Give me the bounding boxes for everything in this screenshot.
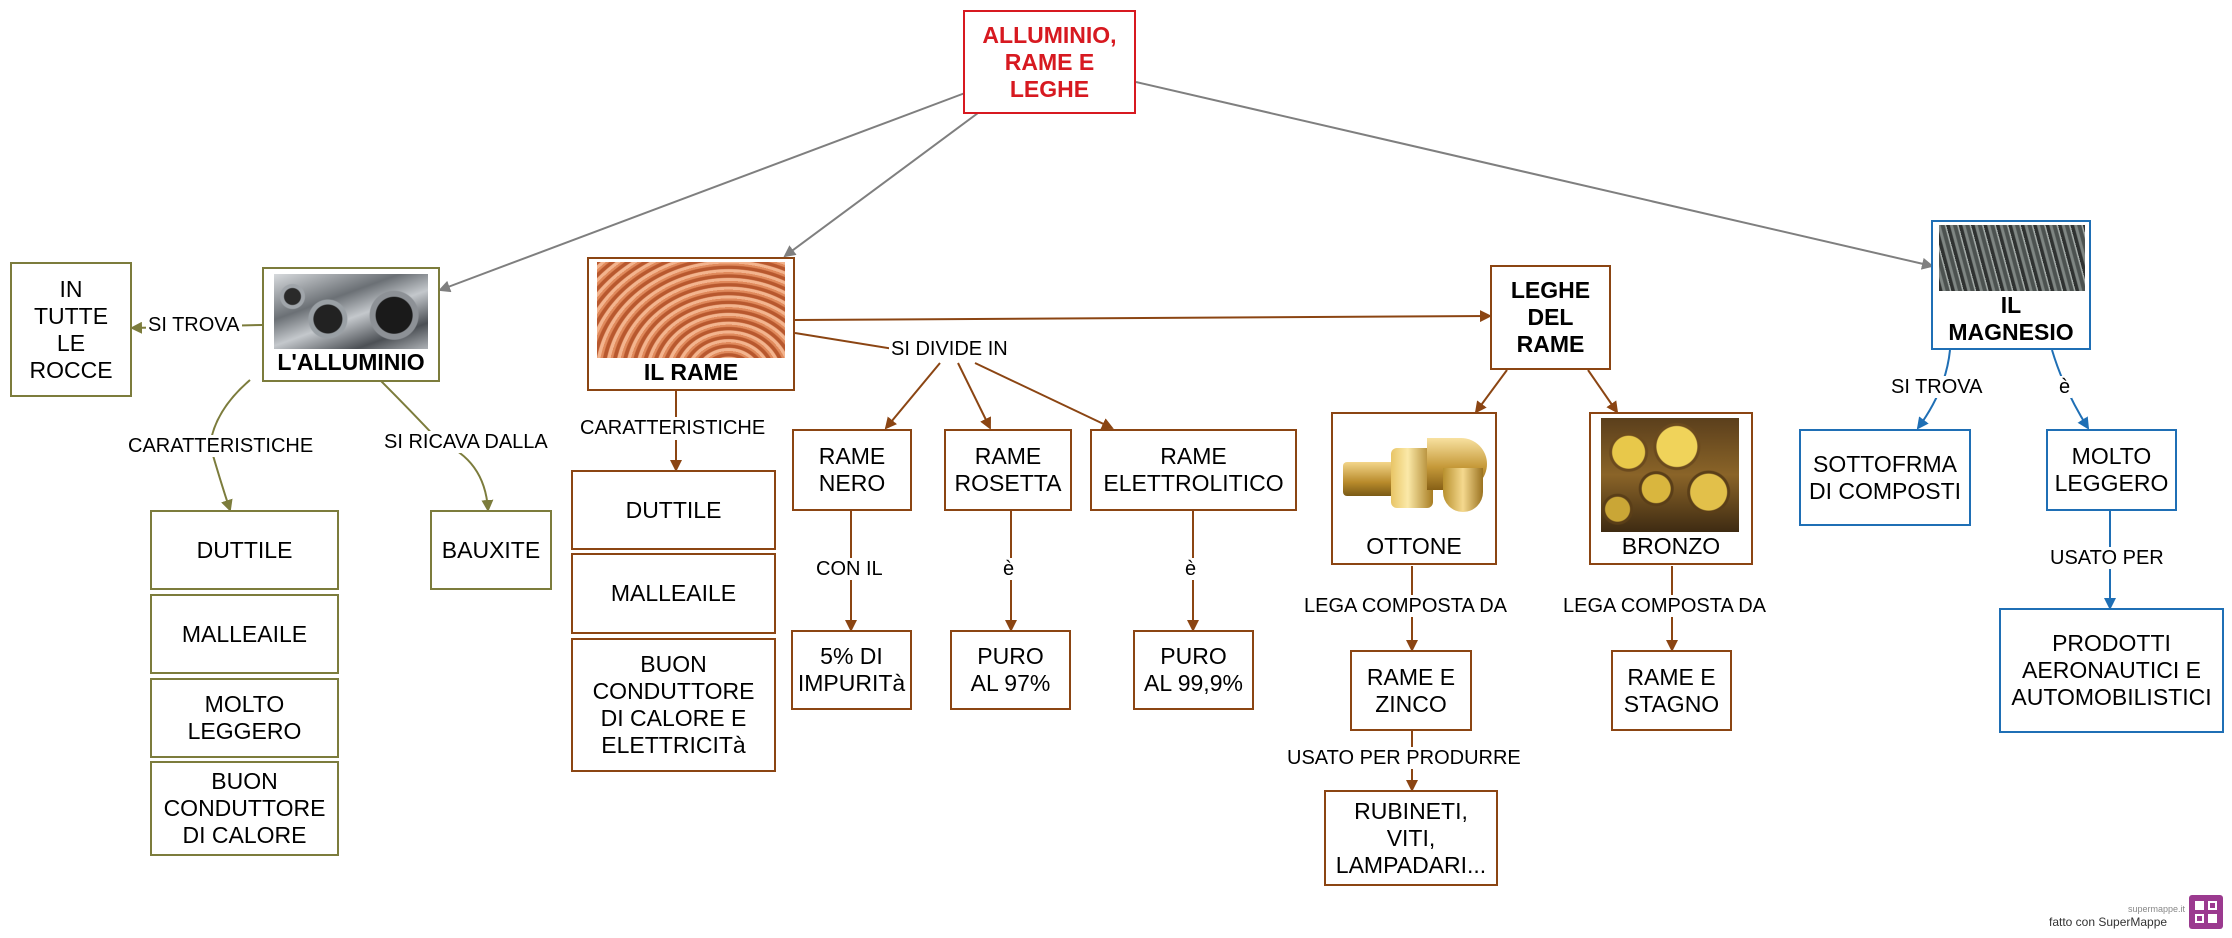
magnesio-node[interactable]: IL MAGNESIO	[1931, 220, 2091, 350]
magnesio-usato-label: USATO PER	[2048, 547, 2166, 569]
magnesio-e-label: è	[2057, 376, 2073, 398]
alluminio-trova-label: SI TROVA	[146, 314, 242, 336]
rame-divide-label: SI DIVIDE IN	[889, 338, 1010, 360]
magnesio-trova-label: SI TROVA	[1889, 376, 1985, 398]
alluminio-caratt-1[interactable]: DUTTILE	[150, 510, 339, 590]
ottone-title: OTTONE	[1366, 533, 1462, 559]
rubineti-node[interactable]: RUBINETI, VITI, LAMPADARI...	[1324, 790, 1498, 886]
magnesio-title: IL MAGNESIO	[1948, 292, 2074, 345]
brass-fitting-image	[1339, 438, 1489, 512]
bronze-rods-image	[1601, 418, 1739, 532]
rame-to-leghe-link	[794, 310, 1492, 323]
rame-caratt-1[interactable]: DUTTILE	[571, 470, 776, 550]
prodotti-node[interactable]: PRODOTTI AERONAUTICI E AUTOMOBILISTICI	[1999, 608, 2224, 733]
alluminio-caratt-2[interactable]: MALLEAILE	[150, 594, 339, 674]
magnesio-trova-node[interactable]: SOTTOFRMA DI COMPOSTI	[1799, 429, 1971, 526]
root-to-rame-link	[783, 112, 979, 258]
alluminio-trova-node[interactable]: IN TUTTE LE ROCCE	[10, 262, 132, 397]
alluminio-caratt-3[interactable]: MOLTO LEGGERO	[150, 678, 339, 758]
rame-nero-value[interactable]: 5% DI IMPURITà	[791, 630, 912, 710]
rame-stagno-node[interactable]: RAME E STAGNO	[1611, 650, 1732, 731]
supermappe-logo-icon	[2189, 895, 2223, 929]
rame-title: IL RAME	[643, 359, 739, 385]
alluminio-node[interactable]: L'ALLUMINIO	[262, 267, 440, 382]
rame-caratt-2[interactable]: MALLEAILE	[571, 553, 776, 634]
ottone-composta-label: LEGA COMPOSTA DA	[1302, 595, 1510, 617]
alluminio-title: L'ALLUMINIO	[277, 349, 425, 375]
alluminio-ricava-label: SI RICAVA DALLA	[382, 431, 550, 453]
rame-caratt-3[interactable]: BUON CONDUTTORE DI CALORE E ELETTRICITà	[571, 638, 776, 772]
rame-elettrolitico-value[interactable]: PURO AL 99,9%	[1133, 630, 1254, 710]
rame-rosetta-node[interactable]: RAME ROSETTA	[944, 429, 1072, 511]
aluminium-pipes-image	[274, 274, 428, 349]
rame-zinco-node[interactable]: RAME E ZINCO	[1350, 650, 1472, 731]
copper-coil-image	[597, 262, 785, 358]
rame-rosetta-link-label: è	[1001, 558, 1017, 580]
leghe-node[interactable]: LEGHE DEL RAME	[1490, 265, 1611, 370]
footer-credit[interactable]: fatto con SuperMappe	[2049, 915, 2168, 929]
rame-nero-link-label: CON IL	[814, 558, 885, 580]
ottone-node[interactable]: OTTONE	[1331, 412, 1497, 565]
bronzo-node[interactable]: BRONZO	[1589, 412, 1753, 565]
alluminio-caratt-label: CARATTERISTICHE	[126, 435, 316, 457]
bronzo-composta-label: LEGA COMPOSTA DA	[1561, 595, 1769, 617]
bauxite-node[interactable]: BAUXITE	[430, 510, 552, 590]
rame-elettrolitico-node[interactable]: RAME ELETTROLITICO	[1090, 429, 1297, 511]
rame-elettrolitico-link-label: è	[1183, 558, 1199, 580]
rame-rosetta-value[interactable]: PURO AL 97%	[950, 630, 1071, 710]
footer-site: supermappe.it	[2128, 904, 2186, 914]
magnesium-crystals-image	[1939, 225, 2085, 291]
alluminio-caratt-4[interactable]: BUON CONDUTTORE DI CALORE	[150, 761, 339, 856]
rame-caratt-label: CARATTERISTICHE	[578, 417, 768, 439]
magnesio-leggero-node[interactable]: MOLTO LEGGERO	[2046, 429, 2177, 511]
bronzo-title: BRONZO	[1621, 533, 1721, 559]
rame-nero-node[interactable]: RAME NERO	[792, 429, 912, 511]
root-to-magnesio-link	[1135, 81, 1934, 270]
rame-node[interactable]: IL RAME	[587, 257, 795, 391]
root-to-alluminio-link	[438, 92, 966, 293]
root-node[interactable]: ALLUMINIO, RAME E LEGHE	[963, 10, 1136, 114]
ottone-usato-label: USATO PER PRODURRE	[1285, 747, 1523, 769]
